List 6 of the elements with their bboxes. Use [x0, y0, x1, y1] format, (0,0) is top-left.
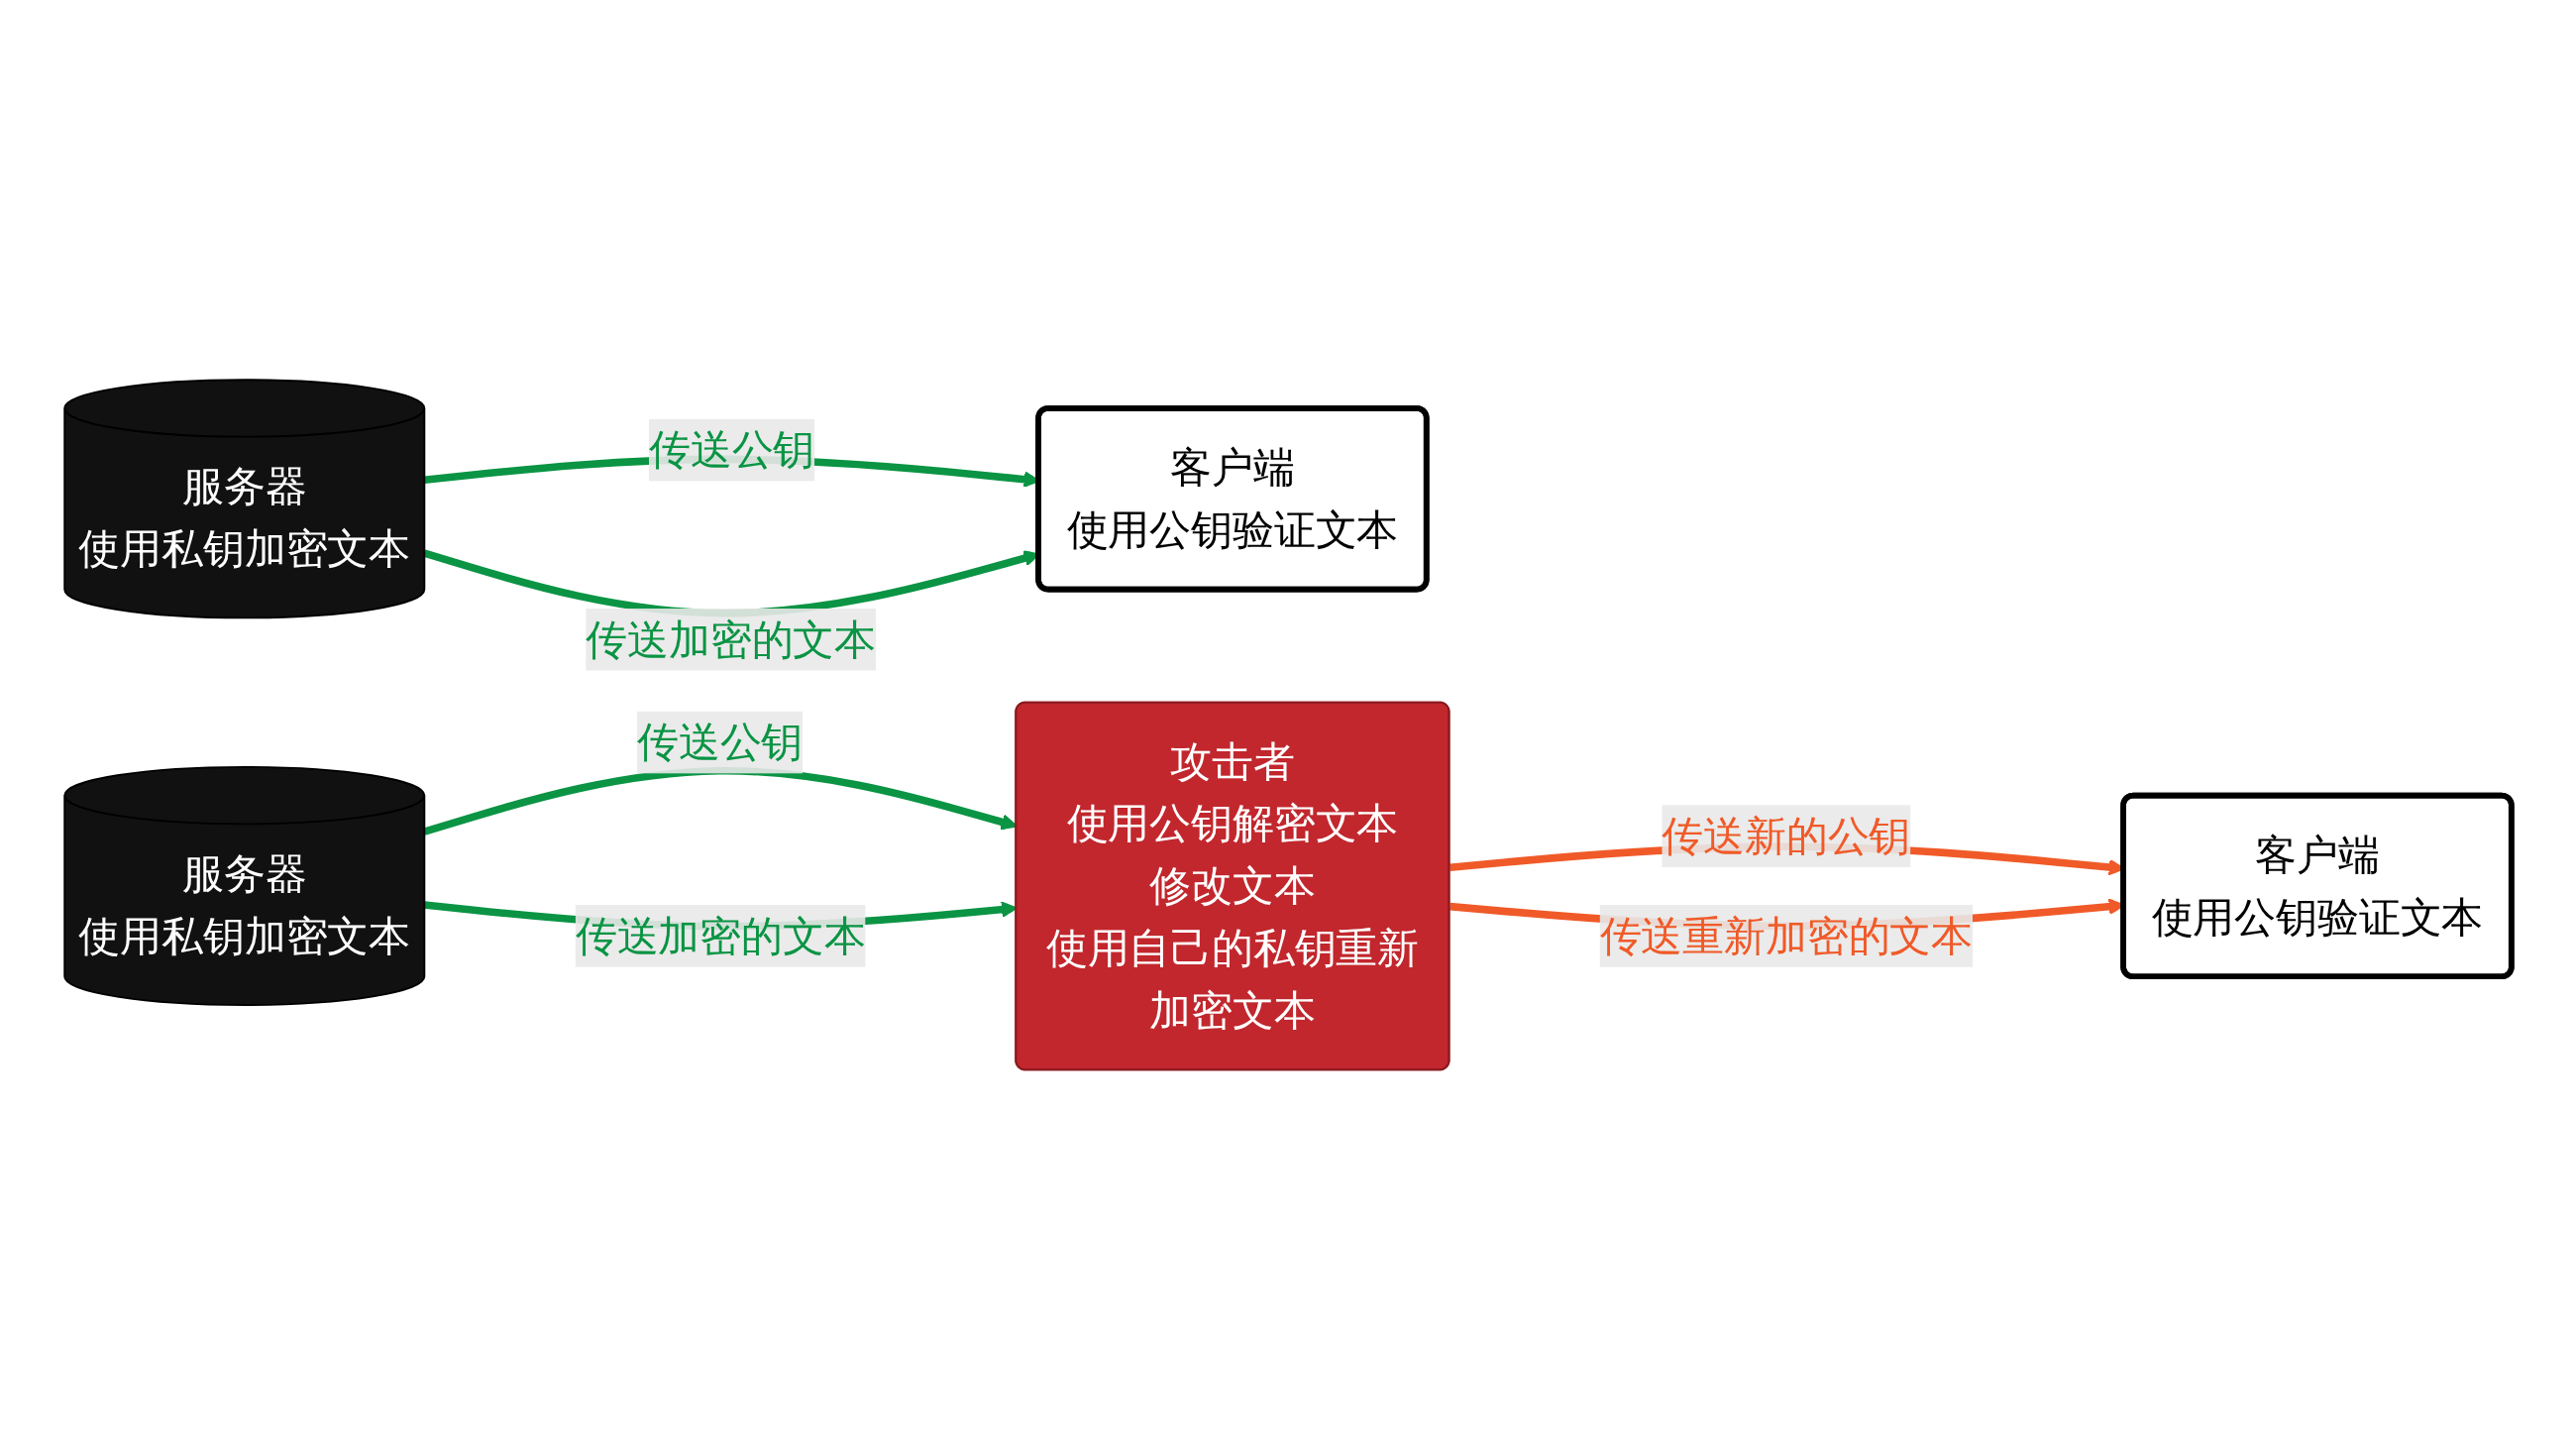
edge-label: 传送加密的文本 — [586, 615, 877, 663]
edge-label: 传送公钥 — [636, 719, 804, 766]
edge-label: 传送加密的文本 — [575, 912, 866, 959]
edge-label: 传送新的公钥 — [1662, 812, 1911, 860]
edge-label: 传送公钥 — [648, 426, 815, 474]
edge-label: 传送重新加密的文本 — [1599, 912, 1974, 959]
